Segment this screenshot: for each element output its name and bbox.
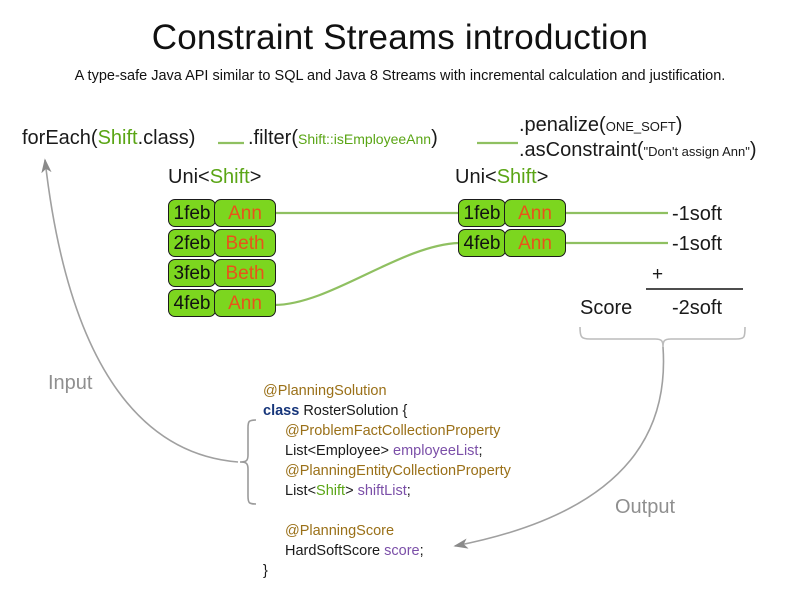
uni-right-suffix: > (536, 166, 549, 188)
penalize-prefix: .penalize( (519, 114, 606, 136)
uni-left-type: Shift (209, 166, 250, 188)
code-line (263, 501, 511, 521)
code-token: @PlanningEntityCollectionProperty (285, 463, 511, 479)
uni-header-right: Uni<Shift> (455, 166, 548, 189)
pipeline-filter: .filter(Shift::isEmployeeAnn) (248, 127, 438, 150)
fact-employee-cell: Beth (214, 229, 276, 257)
code-token: List<Employee> (285, 443, 394, 459)
score-operator: + (652, 264, 664, 285)
code-token: > (345, 483, 358, 499)
asconstraint-arg: "Don't assign Ann" (643, 144, 750, 159)
code-token: } (263, 563, 268, 579)
code-line: class RosterSolution { (263, 401, 511, 421)
filter-prefix: .filter( (248, 127, 298, 149)
code-token: List< (285, 483, 317, 499)
code-line: List<Employee> employeeList; (263, 441, 511, 461)
stream-link-4feb (273, 241, 460, 307)
pipeline-asconstraint: .asConstraint("Don't assign Ann") (519, 139, 757, 162)
code-line: HardSoftScore score; (263, 541, 511, 561)
input-label: Input (48, 372, 93, 394)
input-arrow (41, 158, 239, 463)
code-token: HardSoftScore (285, 543, 385, 559)
output-arrow (453, 346, 665, 549)
asconstraint-prefix: .asConstraint( (519, 139, 644, 161)
code-token: ; (419, 543, 424, 559)
code-line: @ProblemFactCollectionProperty (263, 421, 511, 441)
code-token: ; (478, 443, 483, 459)
domain-code-block: @PlanningSolution class RosterSolution { @… (263, 381, 511, 581)
score-total: -2soft (672, 297, 723, 319)
fact-employee-cell: Ann (504, 199, 566, 227)
code-token: @PlanningSolution (263, 383, 387, 399)
code-line: List<Shift> shiftList; (263, 481, 511, 501)
code-line: @PlanningEntityCollectionProperty (263, 461, 511, 481)
pipeline-penalize: .penalize(ONE_SOFT) (519, 114, 682, 137)
foreach-suffix: .class) (137, 127, 196, 149)
penalize-arg: ONE_SOFT (605, 119, 676, 134)
code-line: @PlanningScore (263, 521, 511, 541)
foreach-type: Shift (97, 127, 138, 149)
fact-date-cell: 1feb (168, 199, 216, 227)
code-token: score (384, 543, 420, 559)
fact-employee-cell: Beth (214, 259, 276, 287)
fact-date-cell: 4feb (458, 229, 506, 257)
uni-right-prefix: Uni< (455, 166, 497, 188)
fact-date-cell: 4feb (168, 289, 216, 317)
uni-left-prefix: Uni< (168, 166, 210, 188)
code-token (263, 503, 267, 519)
code-line: } (263, 561, 511, 581)
score-label: Score (580, 297, 633, 319)
fact-employee-cell: Ann (214, 289, 276, 317)
code-token: ; (406, 483, 411, 499)
fact-date-cell: 3feb (168, 259, 216, 287)
code-token: class (263, 403, 304, 419)
page-subtitle: A type-safe Java API similar to SQL and … (74, 68, 726, 84)
code-token: employeeList (393, 443, 479, 459)
code-field-brace (239, 419, 257, 505)
output-label: Output (615, 496, 676, 518)
impact-value-1: -1soft (672, 203, 723, 225)
filter-suffix: ) (431, 127, 438, 149)
uni-right-type: Shift (496, 166, 537, 188)
fact-date-cell: 2feb (168, 229, 216, 257)
fact-employee-cell: Ann (504, 229, 566, 257)
fact-date-cell: 1feb (458, 199, 506, 227)
code-token: @ProblemFactCollectionProperty (285, 423, 501, 439)
asconstraint-suffix: ) (749, 139, 757, 161)
code-line: @PlanningSolution (263, 381, 511, 401)
pipeline-foreach: forEach(Shift.class) (22, 127, 195, 150)
foreach-prefix: forEach( (22, 127, 98, 149)
code-token: Shift (316, 483, 346, 499)
uni-left-suffix: > (249, 166, 262, 188)
uni-header-left: Uni<Shift> (168, 166, 261, 189)
impact-value-2: -1soft (672, 233, 723, 255)
penalize-suffix: ) (675, 114, 683, 136)
score-sum-rule (646, 288, 743, 290)
page-title: Constraint Streams introduction (151, 18, 649, 57)
filter-arg: Shift::isEmployeeAnn (298, 131, 432, 147)
code-token: shiftList (357, 483, 407, 499)
code-token: RosterSolution { (303, 403, 408, 419)
score-brace (579, 326, 746, 348)
code-token: @PlanningScore (285, 523, 395, 539)
fact-employee-cell: Ann (214, 199, 276, 227)
